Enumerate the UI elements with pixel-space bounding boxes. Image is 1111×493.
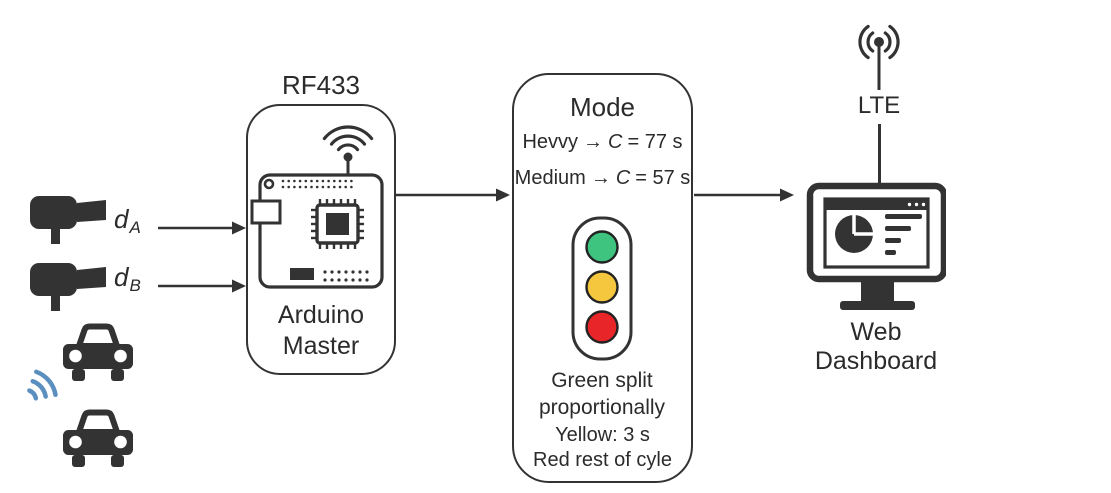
arrow-sensor-a <box>158 221 246 235</box>
rf433-label: RF433 <box>281 70 361 100</box>
arduino-master-label: Arduino Master <box>246 300 396 362</box>
rule1-arrow: → <box>583 131 604 153</box>
mode-title: Mode <box>569 92 636 122</box>
mode-note-green-split: Green split proportionally <box>538 369 666 419</box>
sensor-a-label: dA <box>114 204 141 237</box>
mode-note-yellow: Yellow: 3 s <box>555 424 650 446</box>
sensor-a-sub: A <box>129 218 141 237</box>
pie-chart-icon <box>835 213 875 253</box>
sensor-b-sub: B <box>129 276 141 295</box>
arrow-sensor-b <box>158 279 246 293</box>
car-icon <box>63 323 133 381</box>
rule2-eq: = 57 s <box>635 167 691 189</box>
mode-note-red: Red rest of cyle <box>533 449 672 471</box>
dashboard-monitor-icon <box>806 182 946 310</box>
arrow-mode-to-dashboard <box>694 188 794 202</box>
chip-core <box>326 213 349 235</box>
board-pin-dots-top <box>281 179 353 189</box>
arduino-name-line2: Master <box>282 332 360 360</box>
sensor-b-label: dB <box>114 262 141 295</box>
web-dashboard-label: Web Dashboard <box>814 318 938 375</box>
sensor-b-var: d <box>114 262 129 292</box>
speed-sensor-icon <box>30 196 106 244</box>
rule1-var: C <box>608 131 623 153</box>
traffic-light-green <box>585 230 619 264</box>
dashboard-text-lines <box>885 214 922 255</box>
traffic-light-icon <box>571 216 633 361</box>
mode-rule-medium: Medium → C = 57 s <box>512 167 693 190</box>
lte-label: LTE <box>857 92 901 119</box>
rule1-eq: = 77 s <box>627 131 683 153</box>
traffic-light-red <box>585 310 619 344</box>
browser-menu-dots <box>907 202 926 207</box>
rule1-name: Hevvy <box>522 131 579 153</box>
microcontroller-board-icon <box>250 173 384 289</box>
rule2-arrow: → <box>590 167 611 189</box>
lte-antenna-icon <box>858 24 900 90</box>
board-component <box>290 268 314 280</box>
car-icon <box>63 409 133 467</box>
traffic-light-yellow <box>585 270 619 304</box>
signal-waves-icon <box>27 369 58 401</box>
usb-port <box>250 199 282 225</box>
arduino-name-line1: Arduino <box>277 301 365 329</box>
speed-sensor-icon <box>30 263 106 311</box>
sensor-a-var: d <box>114 204 129 234</box>
signal-waves <box>27 369 58 401</box>
browser-titlebar <box>825 199 928 210</box>
mode-rule-heavy: Hevvy → C = 77 s <box>512 131 693 154</box>
lte-link-line <box>878 124 881 184</box>
rule2-var: C <box>615 167 631 189</box>
monitor-stand-base <box>840 301 915 310</box>
rule2-name: Medium <box>514 167 586 189</box>
monitor-stand-neck <box>861 279 894 302</box>
arrow-arduino-to-mode <box>396 188 510 202</box>
wifi-antenna-icon <box>322 125 374 176</box>
board-pin-dots-bottom <box>323 270 369 282</box>
